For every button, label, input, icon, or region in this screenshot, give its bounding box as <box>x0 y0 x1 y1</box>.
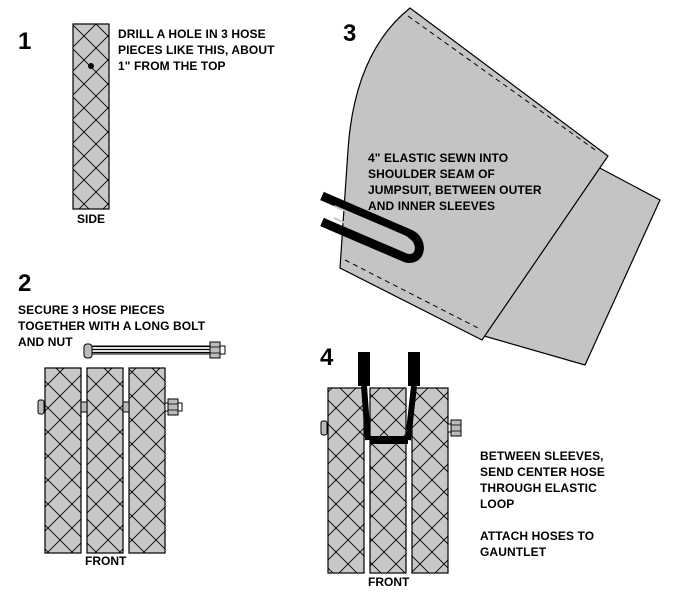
step1-hose-side-view <box>72 23 110 210</box>
step1-caption: SIDE <box>77 212 106 226</box>
step4-number: 4 <box>320 344 334 371</box>
step2-note: SECURE 3 HOSE PIECES TOGETHER WITH A LON… <box>18 303 206 349</box>
step2-long-bolt <box>83 341 226 359</box>
step3-note: 4" ELASTIC SEWN INTO SHOULDER SEAM OF JU… <box>368 151 542 213</box>
step2-number: 2 <box>18 270 32 297</box>
step1-number: 1 <box>18 28 32 55</box>
step3-jumpsuit-sleeve <box>320 7 661 366</box>
step2-caption: FRONT <box>85 554 127 568</box>
step1-note: DRILL A HOLE IN 3 HOSE PIECES LIKE THIS,… <box>118 27 275 73</box>
step4-hose-assembly <box>320 352 462 574</box>
step4-caption: FRONT <box>368 575 410 589</box>
step4-note-a: BETWEEN SLEEVES, SEND CENTER HOSE THROUG… <box>480 449 605 511</box>
drill-hole-dot <box>88 63 94 69</box>
elastic-loop <box>320 191 424 263</box>
step2-hose-assembly <box>37 367 183 554</box>
elastic-straps <box>358 352 420 444</box>
step4-note-b: ATTACH HOSES TO GAUNTLET <box>480 529 595 559</box>
step3-number: 3 <box>343 20 357 47</box>
